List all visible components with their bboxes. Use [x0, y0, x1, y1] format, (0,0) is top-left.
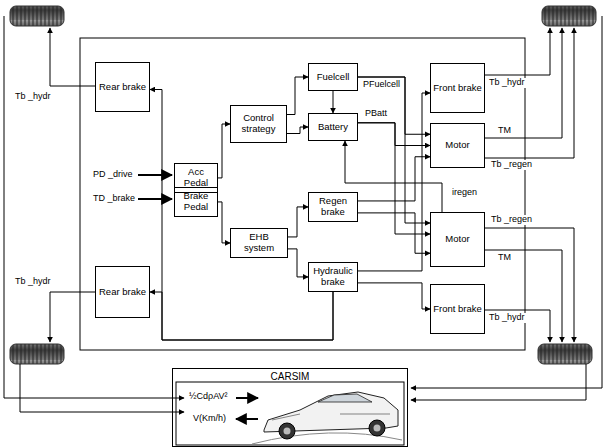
car-illustration — [252, 392, 402, 444]
connector — [358, 77, 430, 223]
carsim-frame — [176, 382, 404, 445]
box-text: Motor — [445, 234, 469, 245]
process-box: Motor — [430, 123, 485, 168]
connector — [358, 123, 430, 234]
connector — [218, 124, 230, 178]
tire — [10, 6, 64, 26]
speed-arrow — [236, 418, 258, 420]
connector — [333, 91, 334, 113]
torque-line — [485, 28, 562, 138]
signal-label: Tb _hydr — [14, 92, 52, 102]
box-text: EHB system — [233, 232, 285, 254]
process-box: Battery — [308, 113, 358, 141]
connector — [358, 283, 430, 309]
connector — [358, 123, 430, 146]
process-box: Front brake — [430, 63, 485, 113]
signal-label: TM — [497, 126, 512, 136]
tire — [542, 6, 596, 26]
process-box: Regen brake — [308, 192, 358, 222]
signal-label: TM — [497, 253, 512, 263]
box-text: Acc Pedal — [177, 167, 215, 189]
tire — [10, 344, 64, 364]
signal-label: ½CdρAV² — [188, 392, 228, 402]
simulator-box: CARSIM — [172, 368, 408, 447]
connector — [287, 77, 308, 115]
connector — [287, 127, 308, 134]
box-text: Front brake — [433, 304, 482, 315]
box-text: Control strategy — [233, 113, 284, 135]
force-arrow — [236, 397, 258, 399]
torque-line — [485, 28, 574, 158]
torque-lines — [4, 16, 602, 412]
process-box: Fuelcell — [308, 63, 358, 91]
signal-label: PFuelcell — [362, 80, 401, 90]
box-text: Rear brake — [99, 287, 146, 298]
process-box: Rear brake — [95, 266, 150, 318]
signal-label: TD _brake — [92, 194, 136, 204]
signal-label: Tb _hydr — [488, 313, 526, 323]
signal-label: Tb _hydr — [14, 277, 52, 287]
connector — [358, 93, 430, 271]
process-box: Hydraulic brake — [308, 262, 358, 292]
torque-line — [485, 310, 550, 342]
signal-label: Tb _regen — [490, 160, 533, 170]
connector — [288, 249, 308, 277]
connector — [358, 157, 430, 201]
box-text: Battery — [318, 122, 348, 133]
box-text: Hydraulic brake — [311, 266, 355, 288]
connector — [150, 90, 333, 341]
torque-line — [485, 250, 562, 342]
torque-line — [485, 28, 550, 75]
connector — [358, 77, 430, 134]
system-frame — [80, 38, 525, 350]
signal-label: PD _drive — [92, 170, 134, 180]
connector — [150, 292, 333, 340]
input-arrow — [138, 198, 172, 200]
signal-label: Tb _regen — [490, 215, 533, 225]
input-arrow — [138, 174, 172, 176]
torque-line — [485, 228, 574, 342]
signal-label: V(Km/h) — [192, 414, 227, 424]
box-text: CARSIM — [271, 371, 310, 383]
feedback-line — [411, 16, 602, 388]
connector — [288, 207, 308, 237]
box-text: Fuelcell — [317, 72, 350, 83]
box-text: Rear brake — [99, 82, 146, 93]
feedback-line — [411, 364, 586, 400]
process-box: Front brake — [430, 284, 485, 334]
tire — [538, 344, 592, 364]
signal-label: PBatt — [364, 109, 388, 119]
torque-line — [50, 292, 95, 342]
box-text: Front brake — [433, 83, 482, 94]
feedback-line — [20, 364, 184, 412]
process-box: EHB system — [230, 228, 288, 258]
process-box: Acc Pedal — [174, 163, 218, 193]
process-box: Motor — [430, 212, 485, 267]
box-text: Motor — [445, 140, 469, 151]
connector — [218, 202, 230, 243]
connector — [358, 213, 430, 253]
signal-label: Tb _hydr — [488, 78, 526, 88]
box-text: Regen brake — [311, 196, 355, 218]
process-box: Control strategy — [230, 105, 287, 143]
torque-line — [50, 28, 95, 86]
connector — [345, 141, 442, 212]
process-box: Rear brake — [95, 62, 150, 112]
signal-label: iregen — [451, 188, 478, 198]
process-box: Brake Pedal — [174, 187, 218, 217]
feedback-line — [4, 16, 184, 398]
box-text: Brake Pedal — [177, 191, 215, 213]
